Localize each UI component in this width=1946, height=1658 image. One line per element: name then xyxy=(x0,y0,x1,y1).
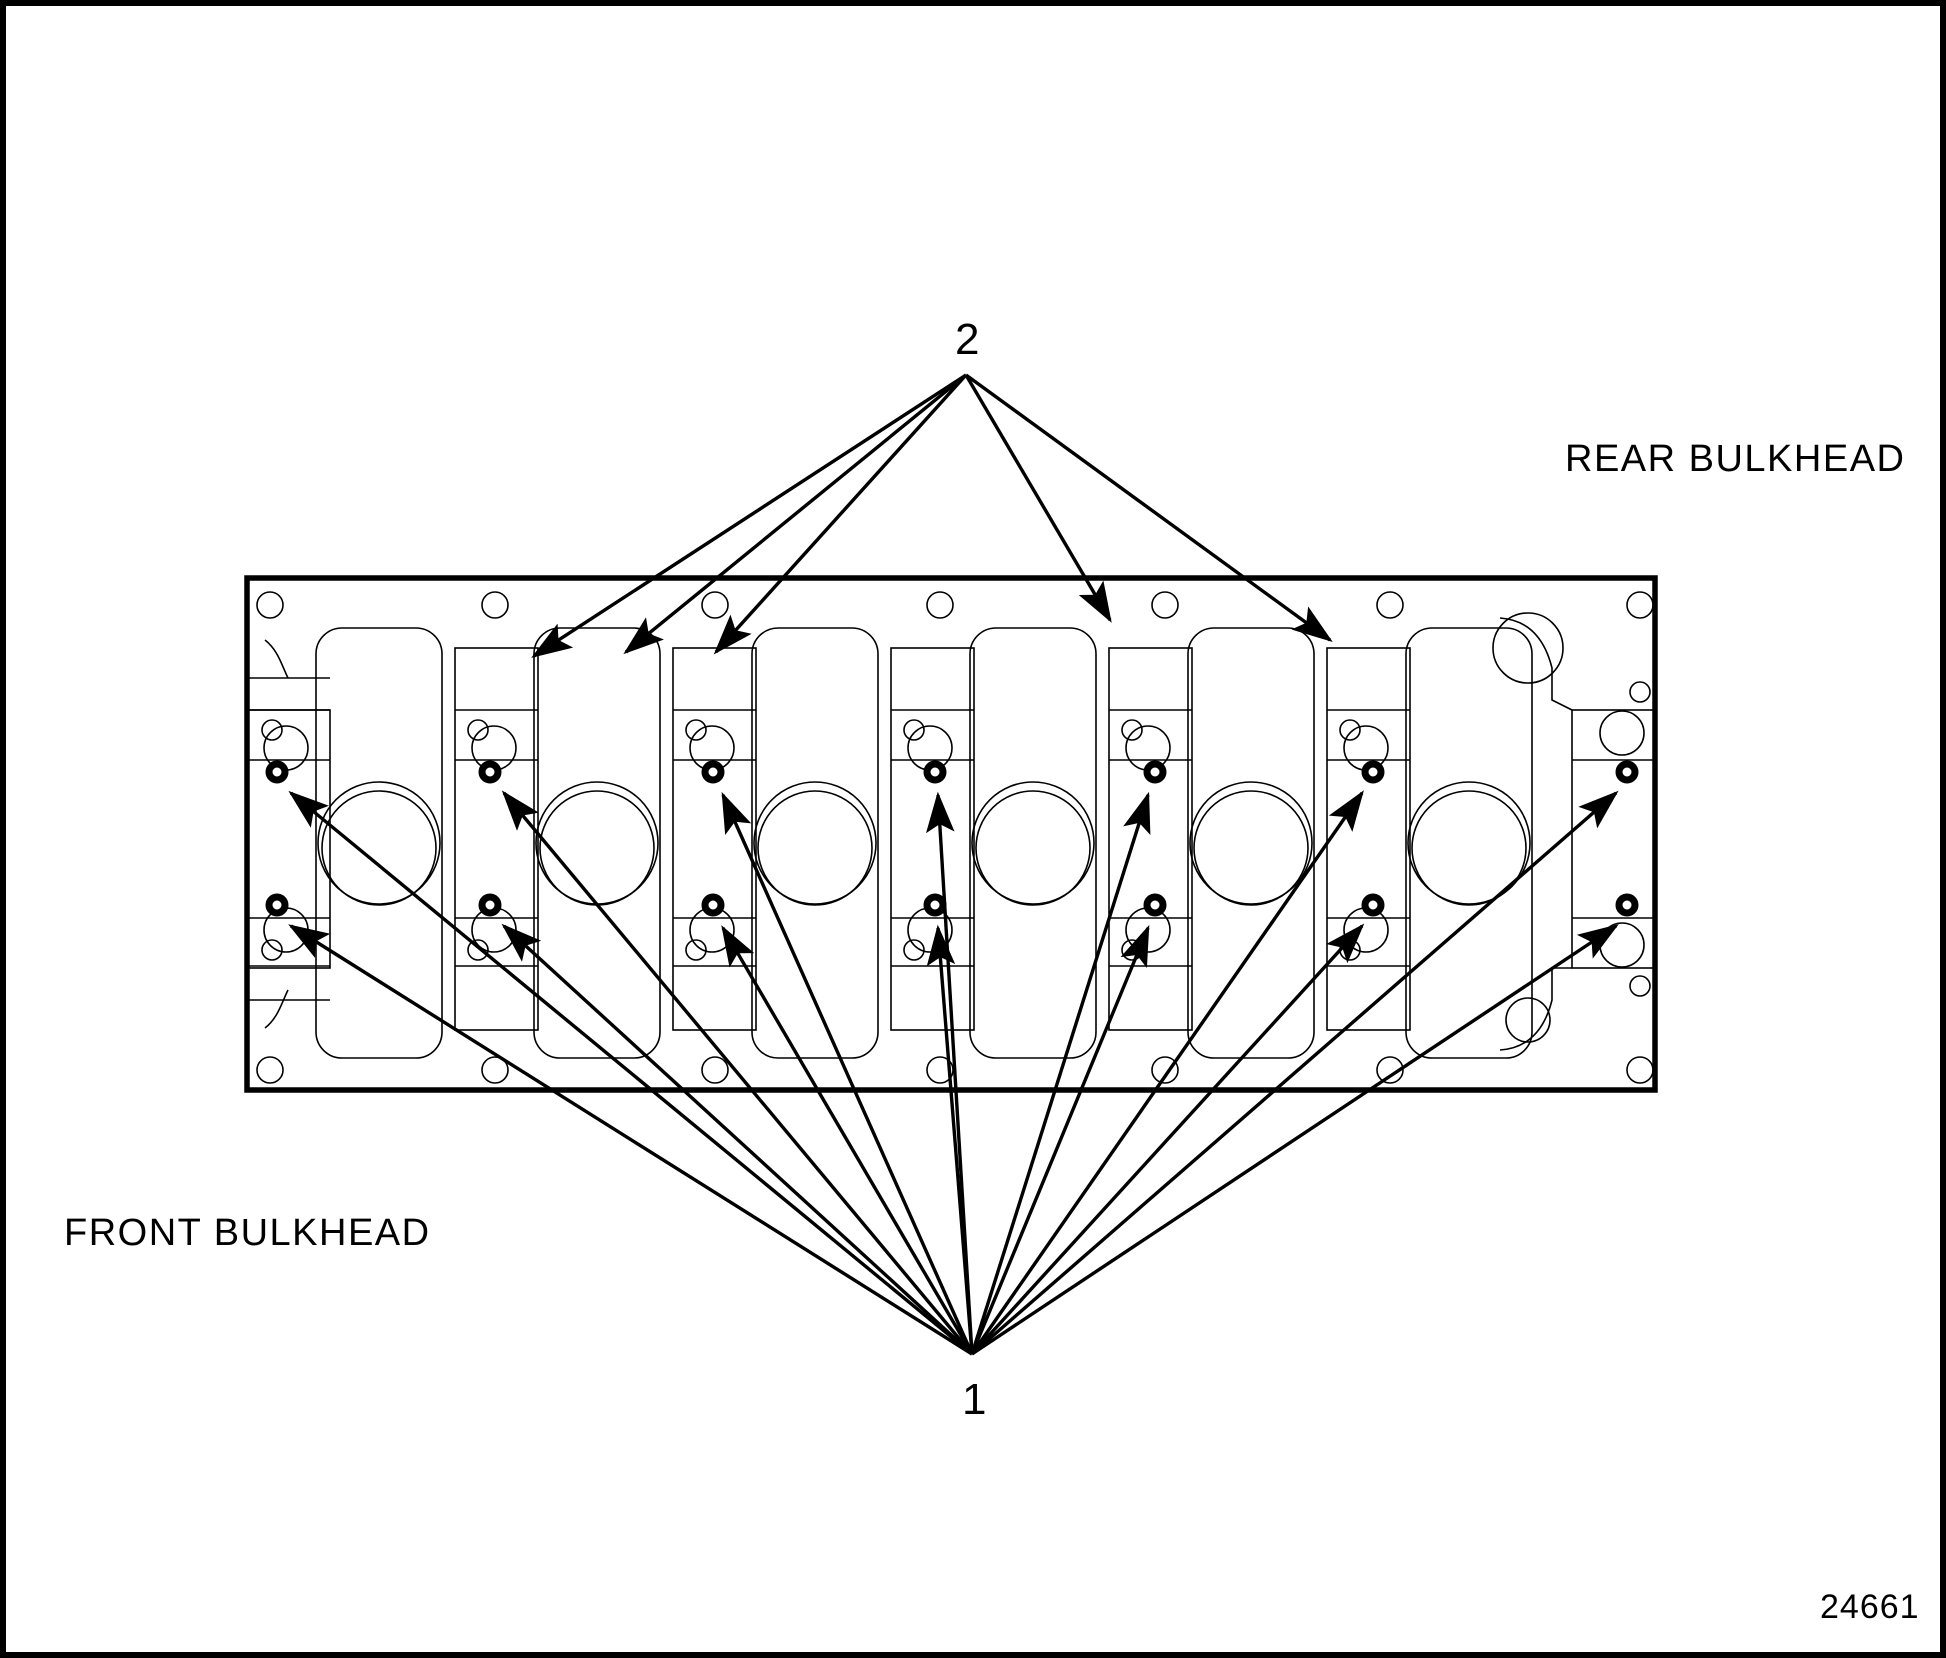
bolt-hole xyxy=(1143,760,1167,784)
leader-line xyxy=(970,790,1364,1355)
cylinder-saddle xyxy=(969,627,1097,1059)
cylinder-bore xyxy=(317,781,441,906)
leader-line xyxy=(970,924,1150,1355)
bolt-hole xyxy=(478,893,502,917)
bolt-hole xyxy=(923,893,947,917)
rear-bulkhead-label: REAR BULKHEAD xyxy=(1565,438,1906,480)
leader-line xyxy=(964,374,1112,623)
main-bearing-bolt-holes xyxy=(265,760,1639,917)
leader-line xyxy=(288,790,974,1356)
bolt-hole xyxy=(1361,760,1385,784)
cylinder-bore xyxy=(971,781,1095,906)
deck-hole xyxy=(1376,1056,1404,1084)
deck-hole xyxy=(256,1056,284,1084)
deck-hole xyxy=(1626,1056,1654,1084)
deck-hole xyxy=(701,1056,729,1084)
callout-label-2: 2 xyxy=(955,315,980,364)
bolt-hole xyxy=(1615,893,1639,917)
leader-line xyxy=(964,373,1333,643)
cylinder-bore xyxy=(1407,781,1531,906)
leader-line xyxy=(970,923,1365,1356)
bulkhead-pier xyxy=(1492,612,1655,1051)
bolt-hole xyxy=(923,760,947,784)
leader-line xyxy=(623,373,968,655)
leader-line xyxy=(713,373,968,655)
deck-hole xyxy=(256,591,284,619)
deck-hole xyxy=(481,1056,509,1084)
cylinder-saddle xyxy=(315,627,443,1059)
deck-dowel-holes xyxy=(256,591,1654,1084)
callout-2-leaders xyxy=(531,373,1333,658)
deck-hole xyxy=(926,1056,954,1084)
cylinder-saddle xyxy=(1405,627,1533,1059)
deck-hole xyxy=(926,591,954,619)
bolt-hole xyxy=(1361,893,1385,917)
bolt-hole xyxy=(265,760,289,784)
leader-line xyxy=(501,790,974,1356)
callout-1-leaders xyxy=(288,790,1619,1356)
bolt-hole xyxy=(478,760,502,784)
deck-hole xyxy=(481,591,509,619)
leader-line xyxy=(721,925,974,1355)
cylinder-saddle xyxy=(751,627,879,1059)
front-bulkhead-label: FRONT BULKHEAD xyxy=(64,1212,431,1254)
cylinder-bore xyxy=(1189,781,1313,906)
bolt-hole xyxy=(701,893,725,917)
leader-line xyxy=(721,791,974,1355)
leader-line xyxy=(971,924,1619,1356)
deck-hole xyxy=(1151,1056,1179,1084)
callout-label-1: 1 xyxy=(962,1375,987,1424)
deck-hole xyxy=(1151,591,1179,619)
leader-line xyxy=(926,924,974,1355)
cylinder-bore xyxy=(753,781,877,906)
cylinder-saddles xyxy=(315,627,1533,1059)
cylinder-saddle xyxy=(533,627,661,1059)
bolt-hole xyxy=(265,893,289,917)
leader-line xyxy=(501,923,974,1356)
figure-number: 24661 xyxy=(1820,1588,1920,1626)
bolt-hole xyxy=(1615,760,1639,784)
leader-line xyxy=(970,790,1619,1356)
leader-line xyxy=(531,373,967,658)
bolt-hole xyxy=(701,760,725,784)
leader-line xyxy=(970,791,1151,1355)
deck-hole xyxy=(1376,591,1404,619)
cylinder-saddle xyxy=(1187,627,1315,1059)
leader-line xyxy=(926,791,974,1355)
leader-line xyxy=(288,924,973,1356)
bolt-hole xyxy=(1143,893,1167,917)
block-left-land xyxy=(264,639,289,1029)
deck-hole xyxy=(1626,591,1654,619)
